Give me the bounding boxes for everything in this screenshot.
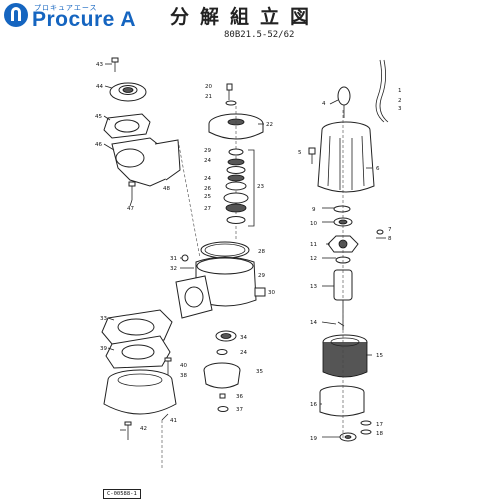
callout-7: 7 [388, 227, 392, 233]
part-suction-cover-39 [105, 335, 171, 369]
model-number: 80B21.5-52/62 [224, 30, 295, 40]
part-flange-44 [109, 82, 147, 102]
callout-30: 30 [268, 290, 275, 296]
part-lifting-eye-4 [337, 86, 351, 118]
part-o-ring-9 [333, 205, 351, 213]
callout-24-lower: 24 [240, 350, 247, 356]
callout-23: 23 [257, 184, 264, 190]
callout-18: 18 [376, 431, 383, 437]
part-snap-ring-7 [376, 229, 384, 235]
page-title: 分解組立図 [170, 6, 321, 28]
part-bolt-42 [124, 421, 132, 440]
part-bolt-47 [128, 181, 136, 200]
brand-mark-icon [4, 3, 28, 27]
callout-20: 20 [205, 84, 212, 90]
callout-13: 13 [310, 284, 317, 290]
part-impeller-35 [203, 362, 241, 389]
part-key-36 [219, 393, 226, 399]
part-discharge-elbow-46 [111, 137, 181, 187]
callout-47: 47 [127, 206, 134, 212]
callout-11: 11 [310, 242, 317, 248]
part-seal-stack-23 [223, 148, 249, 224]
callout-9: 9 [312, 207, 316, 213]
callout-41: 41 [170, 418, 177, 424]
callout-26: 26 [204, 186, 211, 192]
callout-16: 16 [310, 402, 317, 408]
callout-39: 39 [100, 346, 107, 352]
callout-29: 29 [258, 273, 265, 279]
callout-21: 21 [205, 94, 212, 100]
part-motor-frame-6 [317, 121, 375, 193]
callout-46: 46 [95, 142, 102, 148]
callout-34: 34 [240, 335, 247, 341]
part-gasket-38 [101, 309, 173, 345]
drawing-code: C-00588-1 [103, 489, 141, 499]
callout-2: 2 [398, 98, 402, 104]
callout-36: 36 [236, 394, 243, 400]
callout-31: 31 [170, 256, 177, 262]
part-lower-seal-19 [339, 432, 357, 442]
part-washer-37 [217, 406, 229, 412]
brand-kana: プロキュアエース [34, 4, 98, 12]
callout-17: 17 [376, 422, 383, 428]
part-bolt-5 [308, 147, 316, 164]
callout-38: 38 [180, 373, 187, 379]
part-stator-15 [322, 334, 368, 378]
part-gasket-45 [103, 113, 151, 139]
callout-24: 24 [204, 176, 211, 182]
brand-logo: プロキュアエース Procure A [4, 3, 164, 33]
callout-43: 43 [96, 62, 103, 68]
callout-27: 27 [204, 206, 211, 212]
part-screw-20 [226, 83, 233, 100]
part-seal-17 [360, 420, 372, 426]
callout-19: 19 [310, 436, 317, 442]
callout-1: 1 [398, 88, 402, 94]
part-cable-1 [375, 59, 389, 123]
callout-32: 32 [170, 266, 177, 272]
part-bolt-31 [181, 254, 189, 262]
callout-10: 10 [310, 221, 317, 227]
callout-45: 45 [95, 114, 102, 120]
callout-48: 48 [163, 186, 170, 192]
part-pump-casing-29 [175, 256, 257, 319]
callout-25: 25 [204, 194, 211, 200]
callout-29-upper: 29 [204, 148, 211, 154]
brand-name: Procure A [32, 8, 137, 31]
callout-4: 4 [322, 101, 326, 107]
callout-28: 28 [258, 249, 265, 255]
callout-42: 42 [140, 426, 147, 432]
callout-5: 5 [298, 150, 302, 156]
part-o-ring-28 [200, 241, 250, 259]
callout-24-upper: 24 [204, 158, 211, 164]
callout-14: 14 [310, 320, 317, 326]
callout-37: 37 [236, 407, 243, 413]
callout-3: 3 [398, 106, 402, 112]
part-plug-30 [254, 287, 266, 297]
part-nut-34 [216, 349, 228, 355]
callout-22: 22 [266, 122, 273, 128]
part-protector-16 [319, 385, 365, 417]
part-washer-21 [225, 100, 237, 106]
part-bracket-11 [327, 235, 359, 253]
callout-40: 40 [180, 363, 187, 369]
callout-leaders [103, 63, 372, 438]
part-bearing-18 [360, 429, 372, 435]
callout-numbers: 43 44 45 46 48 47 20 21 22 23 24 26 25 2… [95, 62, 402, 442]
part-bolt-43 [111, 57, 119, 72]
callout-44: 44 [96, 84, 103, 90]
callout-15: 15 [376, 353, 383, 359]
callout-12: 12 [310, 256, 317, 262]
part-strainer-stand-41 [103, 369, 177, 415]
part-strainer-bolt-40 [164, 357, 172, 376]
callout-8: 8 [388, 236, 392, 242]
part-seal-33 [215, 330, 237, 342]
callout-6: 6 [376, 166, 380, 172]
callout-35: 35 [256, 369, 263, 375]
callout-33: 33 [100, 316, 107, 322]
